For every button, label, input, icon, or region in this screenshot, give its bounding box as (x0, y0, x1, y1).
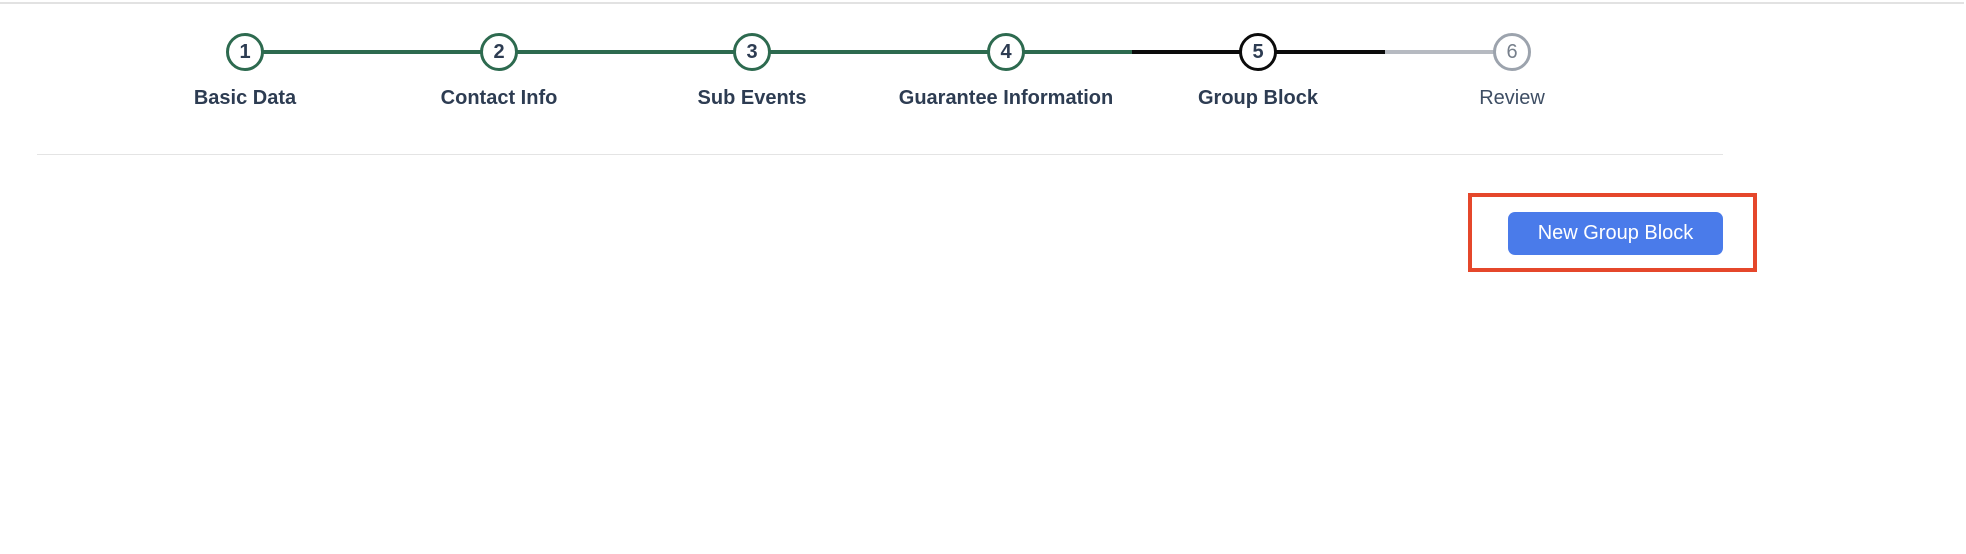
step-number: 5 (1252, 40, 1264, 63)
step-number: 6 (1506, 40, 1518, 63)
step-number: 2 (493, 40, 505, 63)
stepper-connector-2-3 (499, 50, 752, 54)
step-circle-sub-events[interactable]: 3 (733, 33, 771, 71)
step-label-review: Review (1479, 87, 1545, 109)
stepper-connector-1-2 (245, 50, 499, 54)
step-number: 3 (746, 40, 758, 63)
step-circle-contact-info[interactable]: 2 (480, 33, 518, 71)
wizard-stepper: 1 2 3 4 5 6 Basic Data Contact Info Sub … (0, 0, 1966, 120)
step-label-basic-data: Basic Data (193, 87, 297, 109)
step-circle-guarantee-information[interactable]: 4 (987, 33, 1025, 71)
section-divider (37, 154, 1723, 155)
step-label-group-block: Group Block (1197, 87, 1319, 109)
step-label-contact-info: Contact Info (440, 87, 558, 109)
step-circle-review[interactable]: 6 (1493, 33, 1531, 71)
stepper-connector-5-6 (1258, 50, 1512, 54)
step-label-sub-events: Sub Events (697, 87, 807, 109)
step-label-guarantee-information: Guarantee Information (898, 87, 1114, 109)
stepper-connector-4-5 (1006, 50, 1258, 54)
stepper-connector-3-4 (752, 50, 1006, 54)
step-number: 4 (1000, 40, 1012, 63)
step-circle-basic-data[interactable]: 1 (226, 33, 264, 71)
step-number: 1 (239, 40, 251, 63)
step-circle-group-block[interactable]: 5 (1239, 33, 1277, 71)
page-top-border (0, 2, 1964, 4)
new-group-block-button[interactable]: New Group Block (1508, 212, 1723, 255)
